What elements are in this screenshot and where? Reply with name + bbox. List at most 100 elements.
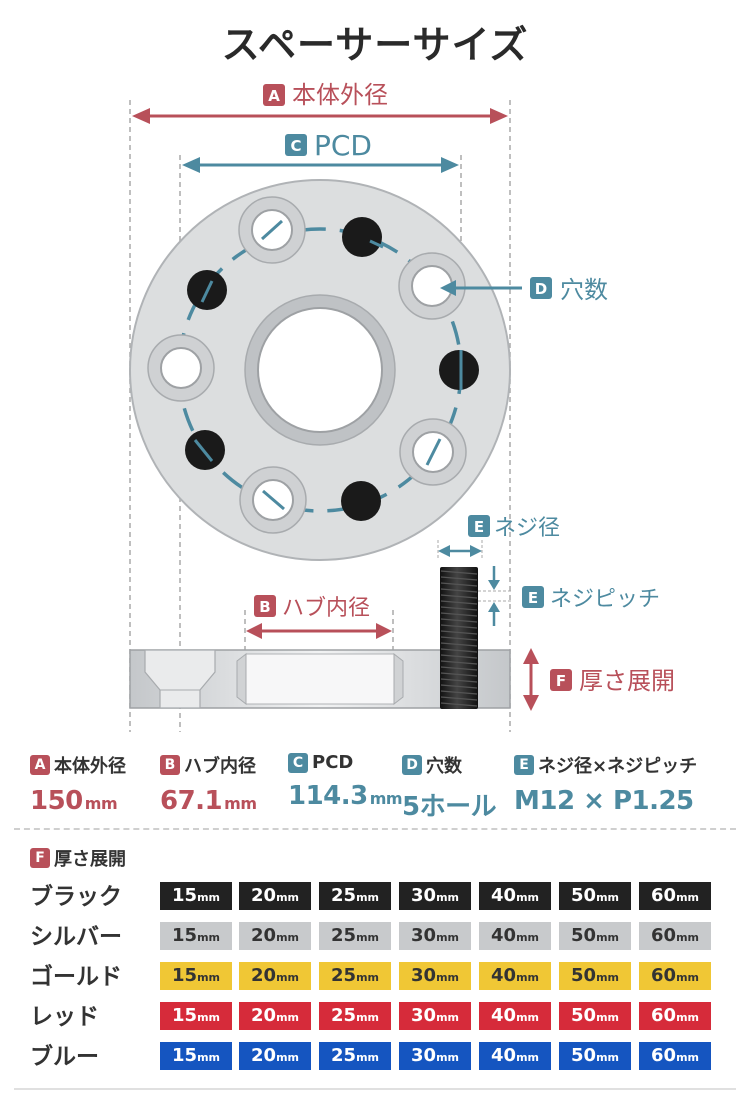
thickness-unit: mm (356, 1051, 379, 1064)
thickness-unit: mm (356, 971, 379, 984)
thickness-option: 20mm (239, 1042, 311, 1070)
spec-badge: C (288, 752, 308, 773)
svg-text:穴数: 穴数 (560, 276, 608, 304)
thread-line (440, 624, 478, 629)
thickness-value: 60 (651, 925, 677, 946)
thickness-unit: mm (197, 1011, 220, 1024)
svg-text:E: E (528, 589, 538, 607)
bolt-hole (185, 430, 225, 470)
thickness-unit: mm (436, 1051, 459, 1064)
hole-count-label: D 穴数 (530, 276, 608, 304)
thickness-unit: mm (276, 931, 299, 944)
thickness-value: 50 (571, 1045, 597, 1066)
thickness-value: 15 (172, 1005, 198, 1026)
thickness-option: 50mm (559, 962, 631, 990)
spec-value-unit: mm (84, 794, 118, 813)
thickness-value: 25 (331, 1045, 357, 1066)
thread-line (440, 630, 478, 635)
spec-label-text: 本体外径 (54, 756, 126, 777)
thickness-unit: mm (197, 971, 220, 984)
thickness-value: 15 (172, 1045, 198, 1066)
thread-line (440, 684, 478, 689)
spec-badge: A (30, 755, 50, 775)
thickness-option: 60mm (639, 1002, 711, 1030)
thickness-heading-label: 厚さ展開 (54, 849, 126, 870)
thickness-option: 20mm (239, 962, 311, 990)
svg-text:D: D (535, 280, 547, 298)
pcd-arrow (182, 157, 459, 173)
thickness-option: 30mm (399, 1042, 471, 1070)
thickness-option: 30mm (399, 922, 471, 950)
thickness-option: 40mm (479, 1002, 551, 1030)
thickness-option: 15mm (160, 922, 232, 950)
spec-label-text: ネジ径×ネジピッチ (538, 756, 698, 777)
thickness-value: 60 (651, 885, 677, 906)
thickness-option: 50mm (559, 922, 631, 950)
svg-text:PCD: PCD (314, 129, 372, 162)
thickness-option: 25mm (319, 962, 391, 990)
svg-text:ハブ内径: ハブ内径 (282, 596, 370, 621)
thread-line (440, 606, 478, 611)
thickness-unit: mm (516, 1011, 539, 1024)
thickness-option: 40mm (479, 1042, 551, 1070)
thickness-value: 25 (331, 885, 357, 906)
bolt-hole (342, 217, 384, 257)
thread-line (440, 588, 478, 593)
thread-line (440, 570, 478, 575)
thickness-option: 25mm (319, 1002, 391, 1030)
thickness-value: 25 (331, 1005, 357, 1026)
thickness-unit: mm (676, 1051, 699, 1064)
spec-value-number: 114.3 (288, 781, 368, 811)
thickness-value: 30 (411, 925, 437, 946)
thickness-value: 40 (491, 925, 517, 946)
svg-text:ネジ径: ネジ径 (494, 516, 560, 541)
thread-line (440, 696, 478, 701)
thickness-value: 40 (491, 885, 517, 906)
thickness-option: 30mm (399, 882, 471, 910)
thickness-option: 50mm (559, 1002, 631, 1030)
thickness-unit: mm (436, 891, 459, 904)
thickness-value: 20 (251, 965, 277, 986)
thread-line (440, 600, 478, 605)
color-name: レッド (30, 1004, 99, 1030)
thickness-value: 15 (172, 925, 198, 946)
thickness-unit: mm (436, 1011, 459, 1024)
thickness-value: 40 (491, 1045, 517, 1066)
svg-text:A: A (268, 87, 280, 105)
thickness-option: 25mm (319, 922, 391, 950)
thickness-value: 15 (172, 965, 198, 986)
silver-hole (239, 466, 307, 534)
thickness-option: 60mm (639, 962, 711, 990)
spec-value-unit: mm (369, 789, 403, 808)
thickness-arrow (523, 648, 539, 711)
thickness-value: 30 (411, 1005, 437, 1026)
thickness-value: 40 (491, 965, 517, 986)
thickness-unit: mm (516, 891, 539, 904)
thickness-value: 40 (491, 1005, 517, 1026)
spec-value-number: 150 (30, 786, 83, 816)
svg-text:ネジピッチ: ネジピッチ (550, 587, 660, 612)
thread-pitch-arrow (478, 566, 512, 626)
thickness-option: 30mm (399, 962, 471, 990)
pcd-label: C PCD (285, 129, 372, 162)
thickness-option: 20mm (239, 922, 311, 950)
thickness-option: 40mm (479, 962, 551, 990)
silver-hole (399, 418, 467, 486)
thickness-value: 50 (571, 965, 597, 986)
thickness-unit: mm (436, 971, 459, 984)
thickness-unit: mm (356, 931, 379, 944)
thickness-option: 60mm (639, 882, 711, 910)
thickness-option: 60mm (639, 922, 711, 950)
spec-label-text: ハブ内径 (184, 756, 256, 777)
thickness-value: 30 (411, 885, 437, 906)
thickness-label: F 厚さ展開 (550, 667, 675, 695)
outer-diameter-label: A 本体外径 (263, 81, 388, 109)
thickness-value: 25 (331, 925, 357, 946)
